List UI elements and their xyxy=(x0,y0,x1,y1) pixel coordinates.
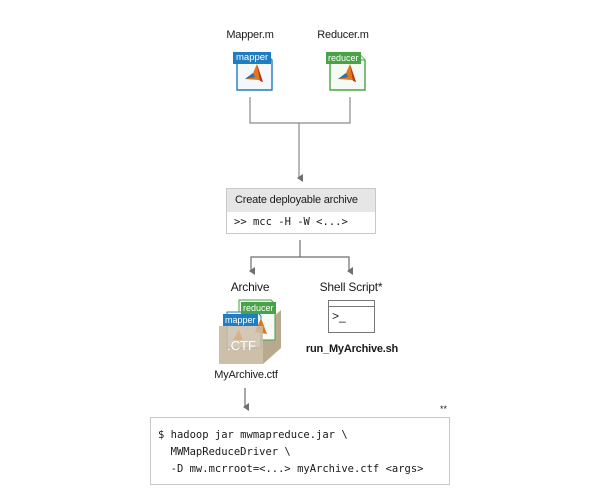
mapper-file-icon: mapper xyxy=(233,52,273,92)
reducer-tag: reducer xyxy=(326,52,361,64)
archive-filename: MyArchive.ctf xyxy=(214,369,278,381)
reducer-file-icon: reducer xyxy=(326,52,366,92)
create-archive-title: Create deployable archive xyxy=(227,189,375,212)
terminal-icon: >_ xyxy=(328,300,375,333)
mapper-filename: Mapper.m xyxy=(226,29,274,41)
hadoop-command-line-2: MWMapReduceDriver \ xyxy=(158,446,291,458)
terminal-prompt: >_ xyxy=(332,309,346,323)
matlab-logo-icon xyxy=(245,64,263,82)
footnote-marker: ** xyxy=(440,404,448,414)
mapper-tag: mapper xyxy=(233,52,272,64)
create-archive-command: >> mcc -H -W <...> xyxy=(234,216,348,228)
create-archive-step: Create deployable archive >> mcc -H -W <… xyxy=(226,188,376,234)
archive-mapper-tag: mapper xyxy=(223,314,258,326)
archive-box-icon: reducer mapper .CTF xyxy=(219,296,283,364)
archive-ctf-badge: .CTF xyxy=(227,338,256,353)
reducer-filename: Reducer.m xyxy=(317,29,369,41)
archive-heading: Archive xyxy=(230,280,270,294)
shell-script-filename: run_MyArchive.sh xyxy=(305,343,399,355)
create-to-outputs-connector xyxy=(249,240,353,275)
hadoop-command-line-1: $ hadoop jar mwmapreduce.jar \ xyxy=(158,429,348,441)
hadoop-run-command-box: $ hadoop jar mwmapreduce.jar \ MWMapRedu… xyxy=(150,417,450,485)
matlab-logo-icon xyxy=(338,64,356,82)
shell-script-heading: Shell Script* xyxy=(319,280,383,294)
inputs-to-create-connector xyxy=(249,97,351,182)
hadoop-command-line-3: -D mw.mcrroot=<...> myArchive.ctf <args> xyxy=(158,463,424,475)
archive-reducer-tag: reducer xyxy=(241,302,276,314)
